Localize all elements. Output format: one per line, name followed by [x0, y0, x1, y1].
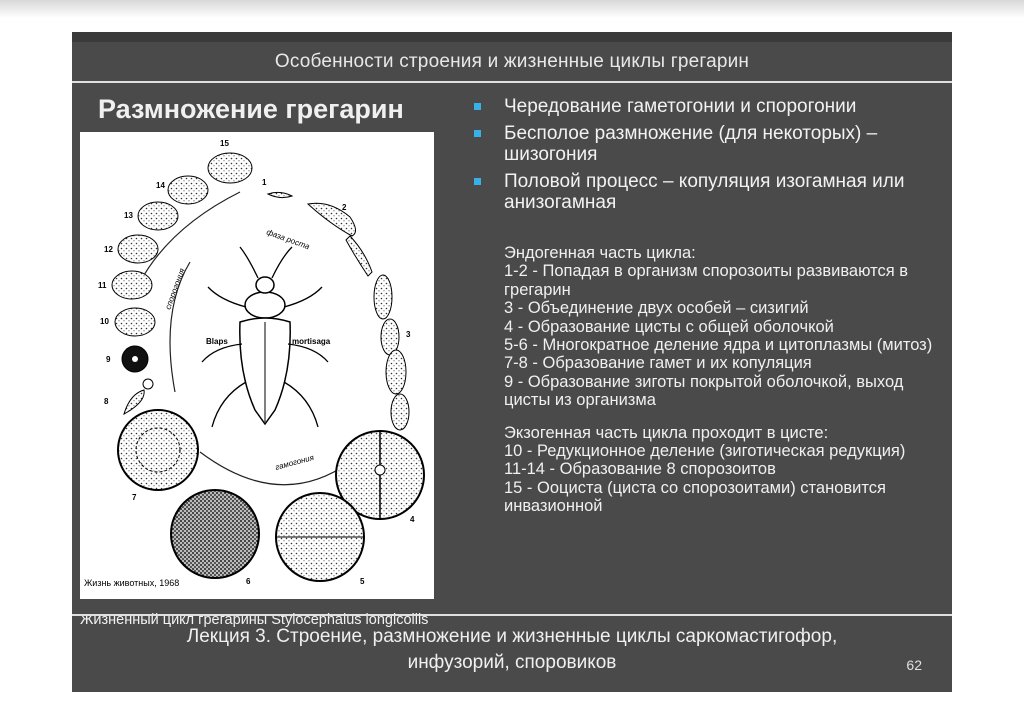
- life-cycle-figure: фаза роста спорогония гамогония Blaps mo…: [80, 132, 434, 599]
- stage-6-cyst: [170, 489, 260, 579]
- bullet-marker-icon: [474, 178, 481, 185]
- bullet-item: Бесполое размножение (для некоторых) – ш…: [470, 123, 930, 165]
- stage-7-inner: [135, 427, 181, 473]
- stage-3a-shape: [373, 274, 393, 320]
- bullet-text: Чередование гаметогонии и спорогонии: [504, 96, 857, 117]
- exo-line: 10 - Редукционное деление (зиготическая …: [504, 442, 906, 461]
- stage-number-4: 4: [410, 515, 415, 524]
- stage-number-11: 11: [98, 281, 107, 290]
- stage-number-3: 3: [406, 330, 411, 339]
- label-growth-phase: фаза роста: [265, 227, 311, 251]
- stage-12-shape: [117, 234, 159, 264]
- label-gametogony: гамогония: [274, 453, 315, 472]
- stage-number-6: 6: [246, 577, 251, 586]
- endo-heading: Эндогенная часть цикла:: [504, 244, 696, 262]
- stage-15-shape: [207, 152, 253, 184]
- page-number: 62: [906, 657, 922, 673]
- stage-number-1: 1: [262, 178, 267, 187]
- cycle-notes: Эндогенная часть цикла: 1-2 - Попадая в …: [504, 244, 944, 516]
- label-mortisaga: mortisaga: [292, 337, 331, 346]
- bullet-marker-icon: [474, 130, 481, 137]
- stage-number-13: 13: [124, 211, 133, 220]
- bullet-marker-icon: [474, 103, 481, 110]
- endo-line: 5-6 - Многократное деление ядра и цитопл…: [504, 336, 933, 355]
- cycle-arc-top: [139, 191, 241, 283]
- stage-4-nucleus: [374, 464, 386, 476]
- exo-line: 11-14 - Образование 8 спорозоитов: [504, 460, 776, 479]
- stage-3d-shape: [390, 393, 410, 431]
- stage-2-shape: [306, 202, 356, 237]
- endo-line: 3 - Объединение двух особей – сизигий: [504, 299, 809, 318]
- exo-heading: Экзогенная часть цикла проходит в цисте:: [504, 423, 829, 442]
- footer-line-2: инфузорий, споровиков: [407, 652, 617, 673]
- stage-3c-shape: [385, 349, 407, 395]
- stage-number-12: 12: [104, 245, 113, 254]
- stage-11-shape: [111, 270, 153, 300]
- stage-number-15: 15: [220, 139, 229, 148]
- stage-1-shape: [266, 191, 294, 199]
- endo-line: 4 - Образование цисты с общей оболочкой: [504, 317, 834, 336]
- cycle-arc-left: [169, 261, 191, 393]
- stage-8-shape: [123, 389, 145, 416]
- notes-gap: [504, 410, 944, 424]
- bullet-list: Чередование гаметогонии и спорогонии Бес…: [470, 96, 930, 219]
- bullet-item: Чередование гаметогонии и спорогонии: [470, 96, 930, 117]
- slide-title: Размножение грегарин: [98, 94, 404, 124]
- stage-number-5: 5: [360, 577, 365, 586]
- bullet-text: Бесполое размножение (для некоторых) – ш…: [504, 123, 878, 165]
- stage-number-7: 7: [132, 493, 137, 502]
- stage-9-dot: [132, 356, 138, 362]
- stage-number-2: 2: [342, 203, 347, 212]
- stage-2b-shape: [345, 235, 373, 277]
- stage-8-gamete: [142, 378, 154, 390]
- stage-10-shape: [114, 307, 156, 337]
- slide-header: Особенности строения и жизненные циклы г…: [72, 32, 952, 83]
- label-sporogony: спорогония: [163, 266, 186, 310]
- stage-14-shape: [167, 175, 209, 205]
- stage-number-14: 14: [156, 181, 165, 190]
- stage-7-cyst: [117, 409, 199, 491]
- page-shadow: [0, 0, 1024, 18]
- figure-caption: Жизненный цикл грегарины Stylocephalus l…: [80, 612, 429, 628]
- stage-number-9: 9: [106, 355, 111, 364]
- stage-13-shape: [137, 201, 179, 231]
- beetle-illustration: [201, 246, 329, 428]
- endo-line: 7-8 - Образование гамет и их копуляция: [504, 354, 812, 373]
- label-blaps: Blaps: [206, 337, 228, 346]
- slide: Особенности строения и жизненные циклы г…: [72, 32, 952, 692]
- footer-line-1: Лекция 3. Строение, размножение и жизнен…: [186, 626, 838, 647]
- life-cycle-diagram: фаза роста спорогония гамогония Blaps mo…: [84, 139, 425, 588]
- stage-number-8: 8: [104, 397, 109, 406]
- cycle-arc-bottom: [199, 451, 351, 486]
- slide-footer: Лекция 3. Строение, размножение и жизнен…: [72, 614, 952, 692]
- stage-number-10: 10: [100, 317, 109, 326]
- endo-line: 1-2 - Попадая в организм спорозоиты разв…: [504, 262, 909, 299]
- endo-line: 9 - Образование зиготы покрытой оболочко…: [504, 372, 904, 410]
- header-title: Особенности строения и жизненные циклы г…: [274, 50, 750, 72]
- exo-line: 15 - Ооциста (циста со спорозоитами) ста…: [504, 478, 886, 516]
- figure-credit: Жизнь животных, 1968: [84, 578, 179, 588]
- bullet-item: Половой процесс – копуляция изогамная ил…: [470, 171, 930, 213]
- bullet-text: Половой процесс – копуляция изогамная ил…: [504, 171, 905, 213]
